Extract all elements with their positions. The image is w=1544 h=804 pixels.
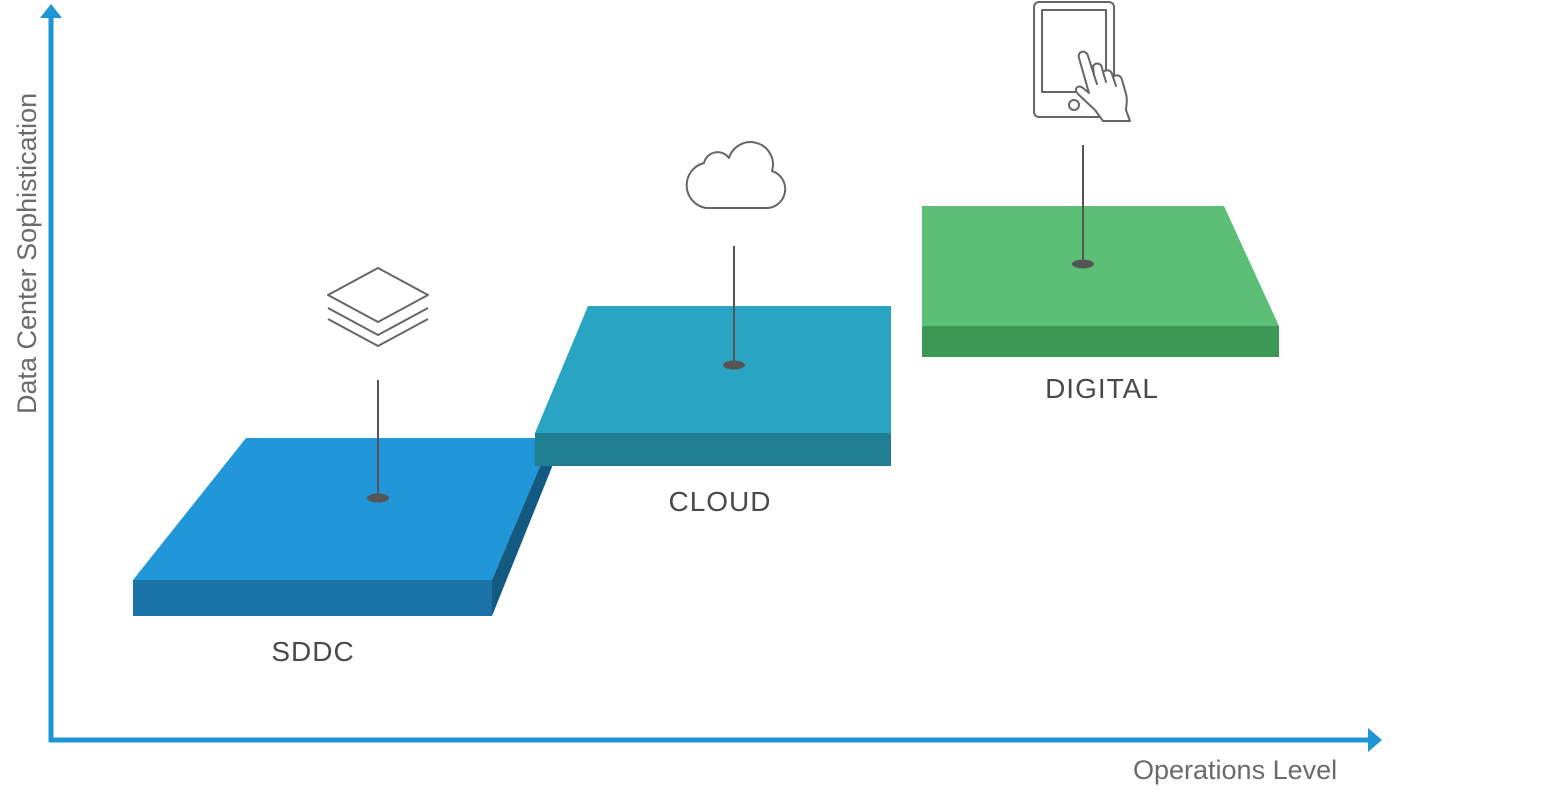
x-axis-label: Operations Level: [1133, 755, 1337, 785]
cloud-platform-front: [535, 433, 891, 466]
sddc-platform-top: [133, 438, 552, 580]
sddc-platform-front: [133, 580, 492, 616]
tablet-touch-icon: [1033, 1, 1131, 122]
sddc-label: SDDC: [271, 636, 354, 667]
y-axis-label: Data Center Sophistication: [12, 93, 42, 414]
layers-icon: [327, 267, 429, 347]
y-axis-arrow: [40, 4, 62, 18]
cloud-label: CLOUD: [668, 486, 771, 517]
x-axis-arrow: [1368, 728, 1382, 752]
digital-pin-dot: [1072, 259, 1094, 269]
digital-platform-front: [922, 326, 1279, 357]
cloud-icon: [685, 141, 787, 209]
digital-label: DIGITAL: [1045, 373, 1159, 404]
digital-platform-top: [922, 206, 1279, 326]
cloud-pin-dot: [723, 360, 745, 370]
sddc-platform-side: [492, 438, 552, 616]
stage-digital: DIGITAL: [922, 1, 1279, 404]
stage-cloud: CLOUD: [535, 141, 891, 517]
sddc-pin-dot: [367, 493, 389, 503]
axes: Data Center Sophistication Operations Le…: [12, 4, 1382, 785]
cloud-platform-top: [535, 306, 891, 433]
stage-sddc: SDDC: [133, 267, 552, 667]
